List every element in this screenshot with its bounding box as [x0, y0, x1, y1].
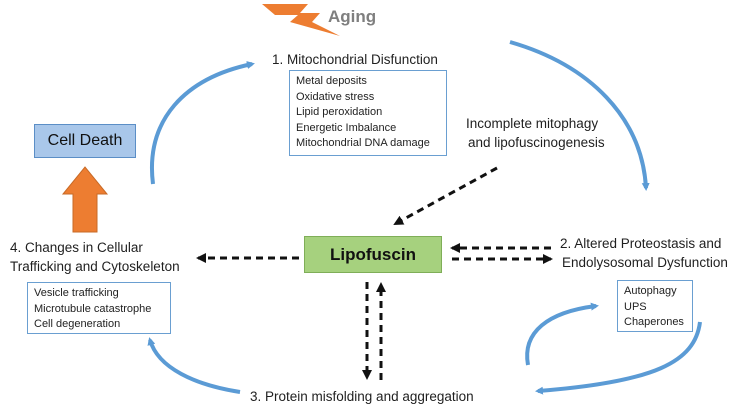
- mito-item: Lipid peroxidation: [296, 106, 383, 118]
- trafficking-item: Vesicle trafficking: [34, 287, 119, 299]
- cycle-arrow-top-left: [150, 61, 255, 185]
- lipofuscin-box: Lipofuscin: [304, 236, 442, 273]
- mito-item: Metal deposits: [296, 75, 367, 87]
- mito-box: Metal deposits Oxidative stress Lipid pe…: [289, 70, 447, 156]
- proteostasis-title-line2: Endolysosomal Dysfunction: [562, 255, 728, 270]
- cell-death-label: Cell Death: [47, 132, 123, 149]
- cycle-arrow-bottom-right-upper: [525, 302, 599, 366]
- mito-item: Energetic Imbalance: [296, 121, 397, 134]
- cycle-arrow-bottom-left: [147, 337, 241, 394]
- proteostasis-item: UPS: [624, 300, 647, 313]
- mito-item: Oxidative stress: [296, 90, 375, 103]
- incomplete-line1: Incomplete mitophagy: [466, 116, 599, 131]
- cycle-arrow-bottom-right-lower: [535, 321, 702, 395]
- trafficking-title-line2: Trafficking and Cytoskeleton: [10, 259, 180, 274]
- trafficking-box: Vesicle trafficking Microtubule catastro…: [27, 282, 171, 334]
- lipofuscin-label: Lipofuscin: [330, 244, 416, 264]
- cell-death-box: Cell Death: [34, 124, 136, 158]
- trafficking-item: Microtubule catastrophe: [34, 302, 152, 315]
- incomplete-line2: and lipofuscinogenesis: [468, 135, 605, 150]
- aging-label: Aging: [328, 7, 377, 26]
- proteostasis-title-line1: 2. Altered Proteostasis and: [560, 236, 722, 251]
- dashed-arrow-mito-to-lipofuscin: [393, 166, 498, 226]
- trafficking-item: Cell degeneration: [34, 318, 121, 330]
- up-arrow-icon: [61, 166, 109, 233]
- mito-item: Mitochondrial DNA damage: [296, 137, 430, 149]
- mito-title: 1. Mitochondrial Disfunction: [272, 52, 438, 67]
- cycle-arrow-top-right: [509, 40, 650, 191]
- misfolding-title: 3. Protein misfolding and aggregation: [250, 389, 474, 404]
- lightning-icon: [262, 4, 340, 36]
- proteostasis-box: Autophagy UPS Chaperones: [617, 280, 693, 332]
- trafficking-title-line1: 4. Changes in Cellular: [10, 240, 143, 255]
- proteostasis-item: Chaperones: [624, 316, 684, 328]
- proteostasis-item: Autophagy: [624, 285, 677, 297]
